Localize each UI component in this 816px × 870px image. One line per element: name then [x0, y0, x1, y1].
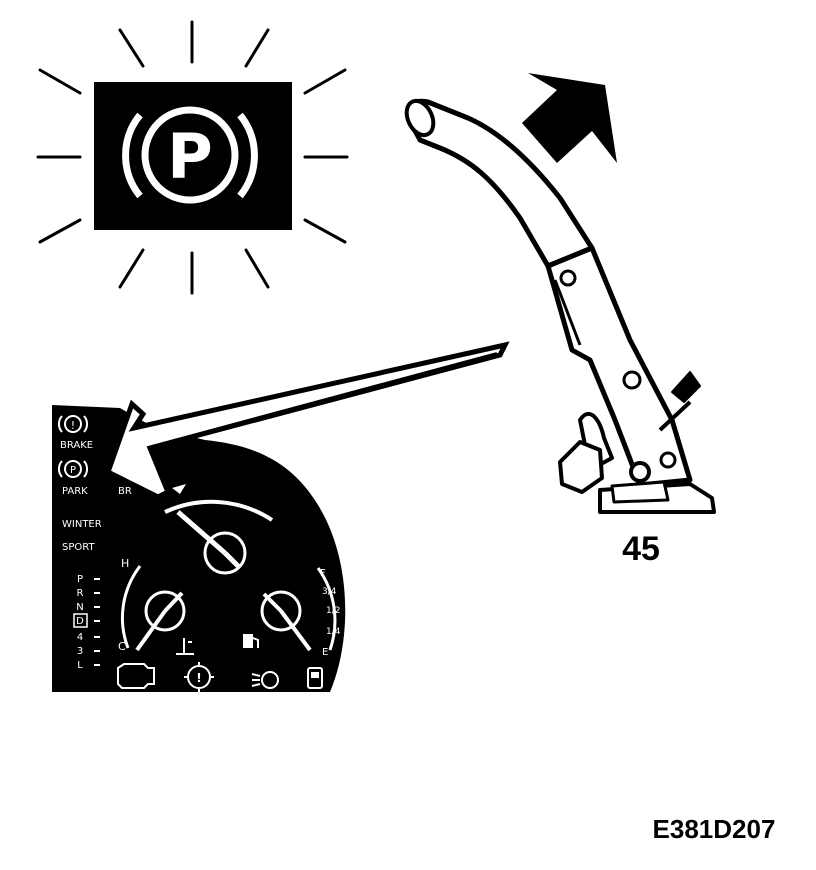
light-rays	[36, 20, 349, 295]
speedometer	[164, 484, 274, 575]
partial-indicator-label: BR	[118, 486, 132, 497]
warning-lamp-symbol: P	[167, 120, 212, 193]
svg-text:!: !	[196, 671, 201, 685]
fuel-three-quarter-label: 3/4	[322, 587, 337, 597]
fuel-quarter-label: 1/4	[326, 627, 341, 637]
parking-brake-lever	[404, 98, 716, 514]
temp-high-label: H	[121, 557, 129, 570]
gear-n: N	[76, 602, 83, 613]
gear-p: P	[77, 574, 83, 585]
fuel-gauge-icon	[243, 634, 259, 648]
fuel-gauge: F 3/4 1/2 1/4 E	[243, 567, 341, 658]
brake-indicator-label: BRAKE	[60, 440, 93, 451]
gear-indicator: P R N D 4 3 L	[73, 574, 100, 671]
gear-r: R	[77, 588, 84, 599]
parking-brake-warning-icon: P	[122, 106, 258, 204]
brake-system-icon	[251, 671, 279, 689]
figure-code: E381D207	[653, 814, 776, 844]
fuel-empty-label: E	[322, 647, 328, 658]
svg-text:P: P	[70, 465, 76, 476]
pull-direction-arrow	[522, 73, 617, 163]
park-indicator-label: PARK	[62, 486, 88, 497]
cluster-panel	[52, 405, 346, 692]
fuel-pump-icon	[307, 667, 323, 689]
engine-check-icon	[117, 663, 155, 689]
gear-3: 3	[77, 646, 83, 657]
oil-pressure-icon: !	[184, 662, 214, 692]
coolant-temp-icon	[176, 638, 194, 655]
brake-indicator: ! BRAKE	[58, 415, 93, 451]
gear-d-highlight	[73, 613, 88, 628]
temperature-gauge: H C	[118, 557, 194, 655]
instrument-cluster: ! BRAKE P PARK BR WINTER SPORT P R N D 4…	[52, 405, 346, 692]
warning-lamp-group: P	[36, 20, 349, 295]
gear-d: D	[76, 616, 84, 627]
sport-mode-label: SPORT	[62, 542, 95, 553]
callout-number: 45	[622, 530, 660, 568]
fuel-half-label: 1/2	[326, 606, 340, 616]
gear-l: L	[77, 660, 83, 671]
fuel-full-label: F	[320, 568, 326, 579]
gear-4: 4	[77, 632, 83, 643]
park-indicator: P PARK	[58, 460, 88, 497]
temp-low-label: C	[118, 640, 126, 653]
winter-mode-label: WINTER	[62, 519, 102, 530]
svg-text:!: !	[71, 419, 75, 432]
